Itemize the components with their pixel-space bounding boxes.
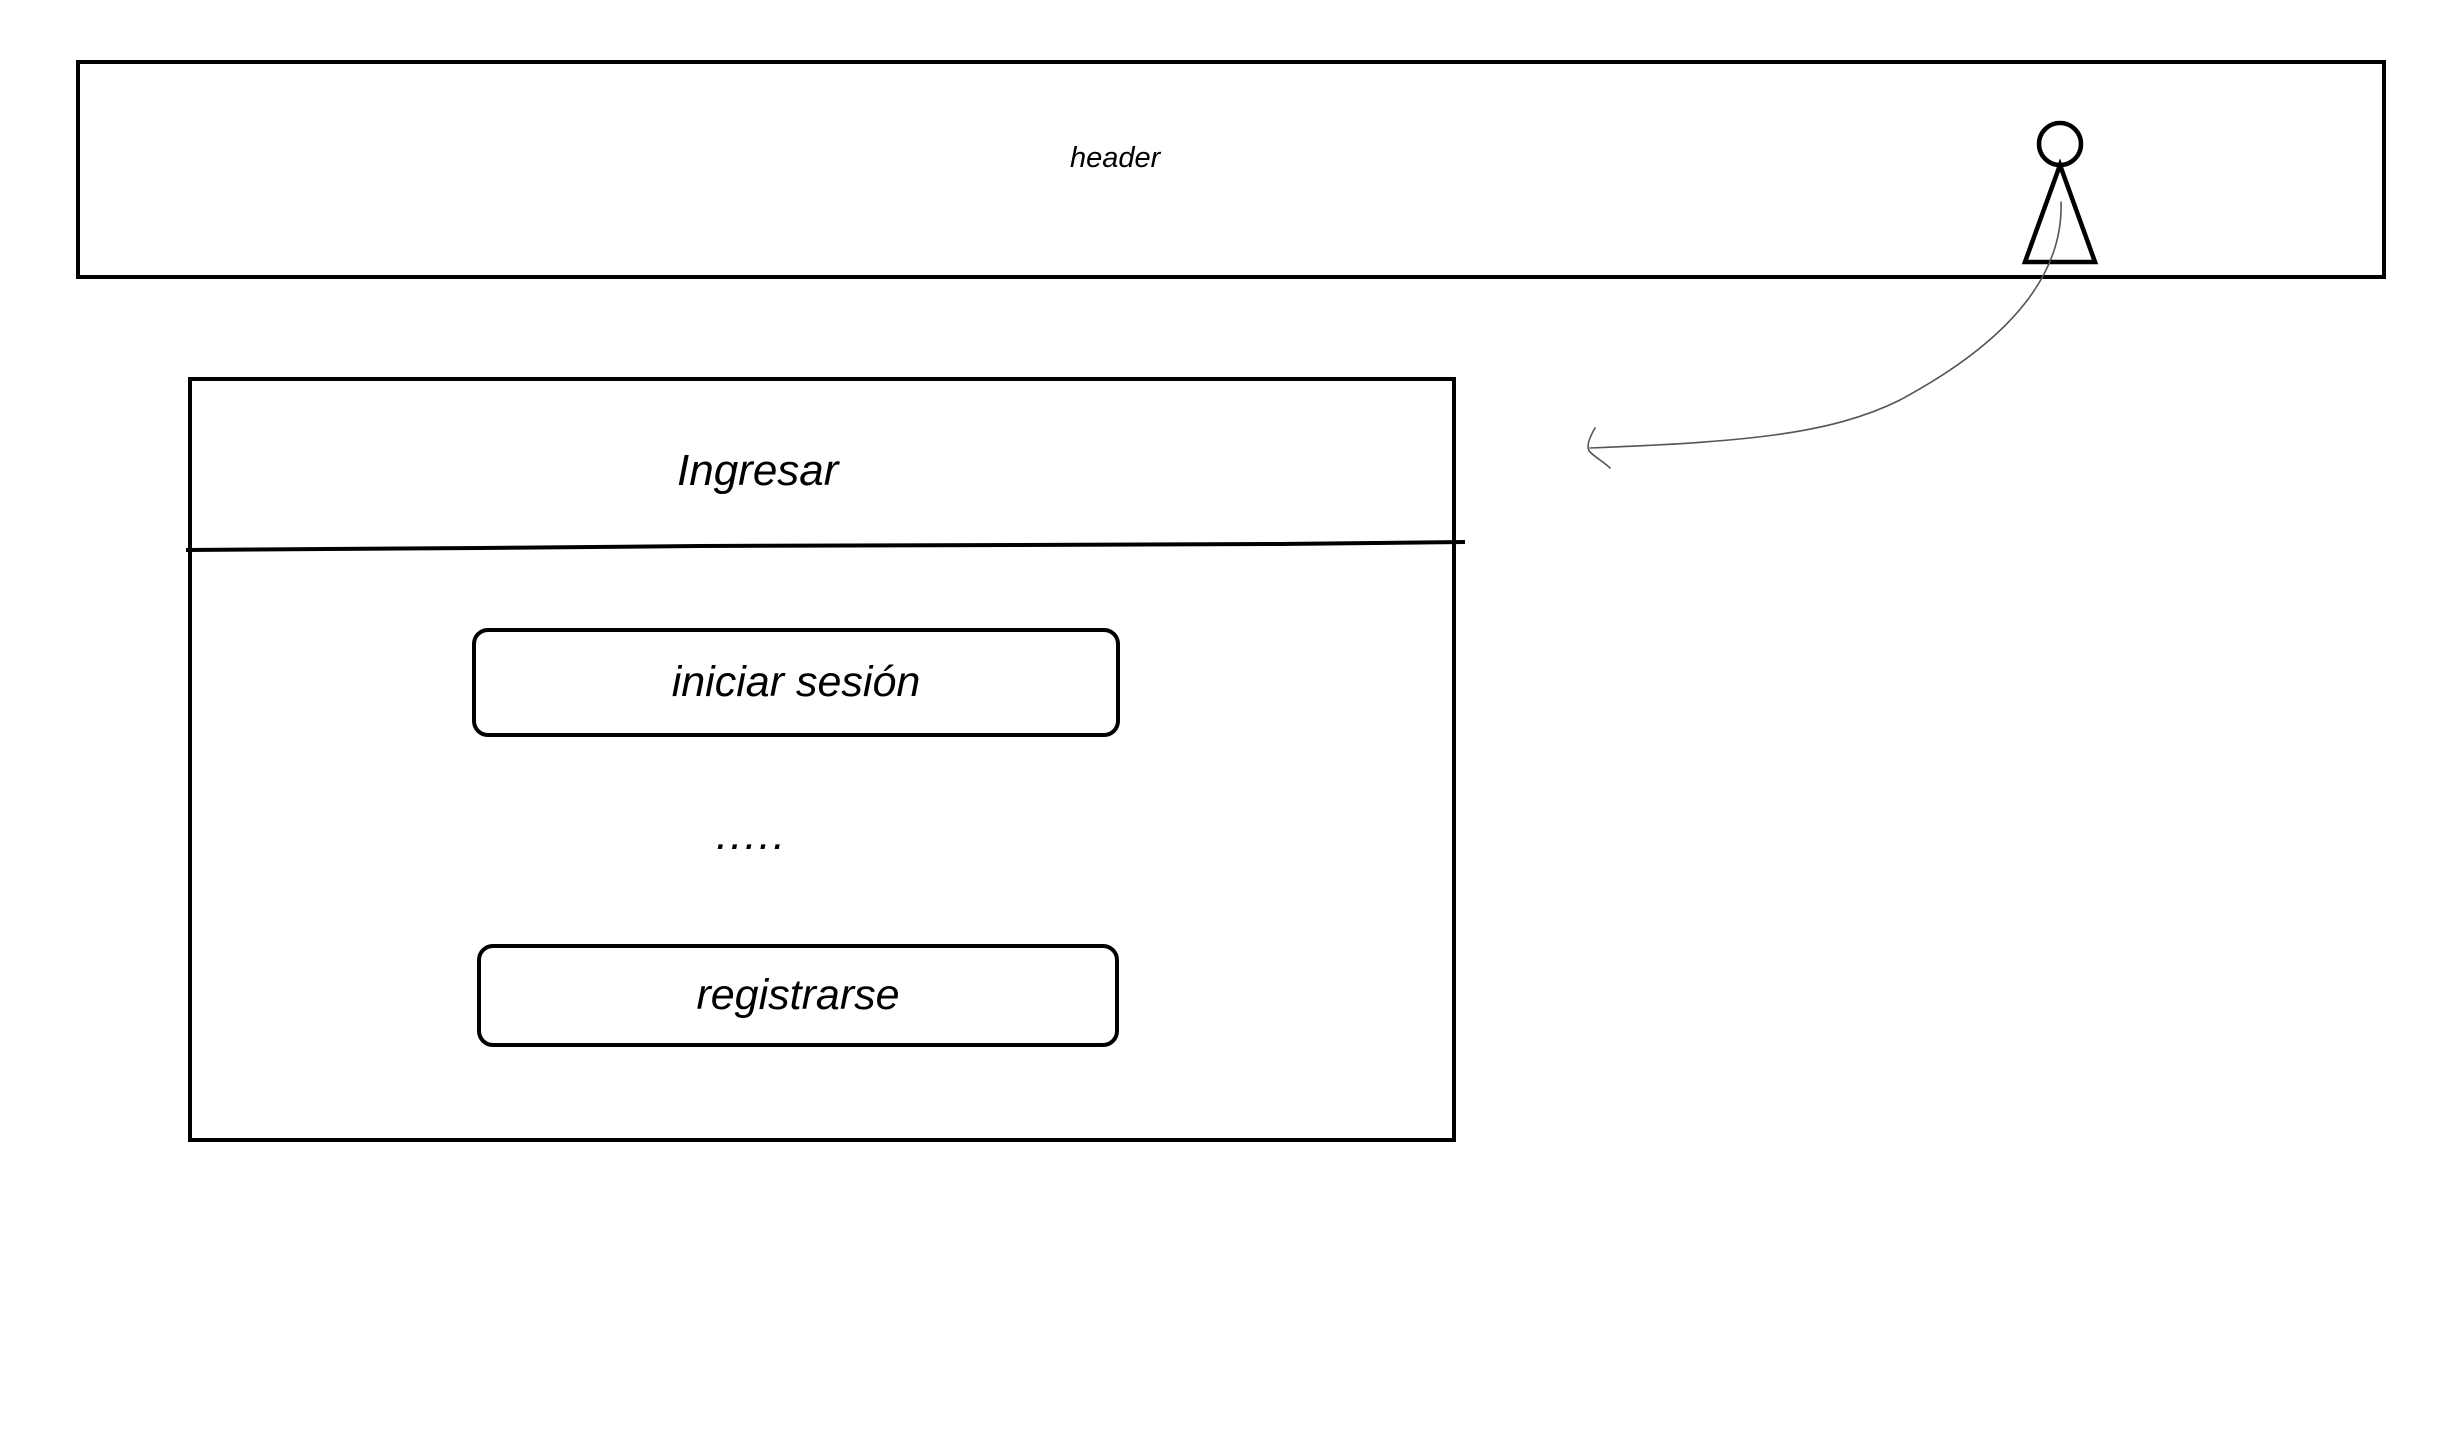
login-button[interactable]: iniciar sesión [472,628,1120,737]
login-panel-title: Ingresar [677,446,839,495]
register-button[interactable]: registrarse [477,944,1119,1047]
header-bar [76,60,2386,279]
header-label: header [1070,142,1161,174]
separator-dots: ..... [716,810,788,859]
user-icon[interactable] [2020,118,2100,268]
title-divider [185,540,1466,552]
curved-arrow-icon [1587,201,2062,469]
login-panel [188,377,1456,1142]
